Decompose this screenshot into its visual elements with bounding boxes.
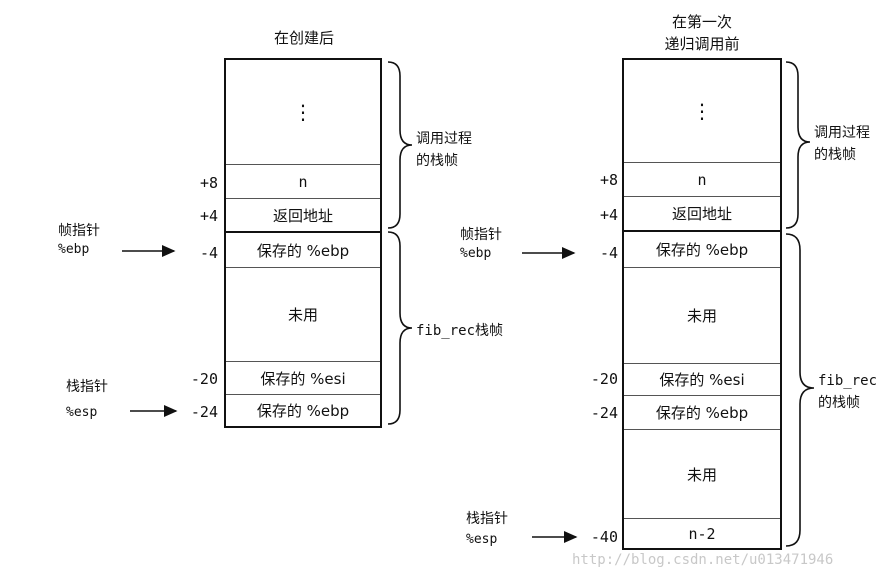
right-cell-saved-esi: 保存的 %esi [624, 363, 780, 395]
right-cell-n-minus-2: n-2 [624, 518, 780, 548]
right-offset-minus20: -20 [590, 370, 618, 388]
left-callee-brace-label: fib_rec栈帧 [416, 323, 504, 339]
left-stack-pointer-label: 栈指针 [66, 379, 108, 395]
right-caller-brace-label-1: 调用过程 [814, 125, 870, 141]
right-stack-pointer-reg: %esp [466, 532, 498, 547]
left-cell-unused: 未用 [226, 267, 380, 361]
right-caller-brace [785, 61, 811, 229]
right-cell-unused: 未用 [624, 267, 780, 363]
right-cell-n: n [624, 162, 780, 196]
right-stack-pointer-label: 栈指针 [466, 511, 508, 527]
left-callee-brace [387, 231, 413, 425]
right-offset-minus24: -24 [590, 404, 618, 422]
left-cell-saved-esi: 保存的 %esi [226, 361, 380, 394]
left-cell-ellipsis: ⋮ [226, 60, 380, 164]
left-cell-saved-ebp: 保存的 %ebp [226, 231, 380, 267]
watermark-text: http://blog.csdn.net/u013471946 [572, 552, 834, 568]
right-stack-frame-box: ⋮ n 返回地址 保存的 %ebp 未用 保存的 %esi 保存的 %ebp 未… [622, 58, 782, 550]
right-cell-saved-ebp-2: 保存的 %ebp [624, 395, 780, 429]
right-cell-saved-ebp: 保存的 %ebp [624, 230, 780, 267]
right-offset-plus4: +4 [599, 206, 618, 224]
left-title: 在创建后 [273, 29, 334, 47]
right-offset-minus4: -4 [599, 244, 618, 262]
right-callee-brace-label-2: 的栈帧 [818, 395, 860, 411]
right-frame-pointer-reg: %ebp [460, 246, 492, 261]
left-cell-n: n [226, 164, 380, 198]
right-offset-minus40: -40 [590, 528, 618, 546]
left-offset-plus8: +8 [199, 174, 218, 192]
left-offset-minus20: -20 [190, 370, 218, 388]
right-caller-brace-label-2: 的栈帧 [814, 147, 856, 163]
left-cell-saved-ebp-2: 保存的 %ebp [226, 394, 380, 426]
right-frame-pointer-label: 帧指针 [460, 227, 502, 243]
left-stack-frame-box: ⋮ n 返回地址 保存的 %ebp 未用 保存的 %esi 保存的 %ebp [224, 58, 382, 428]
left-offset-minus24: -24 [190, 403, 218, 421]
right-cell-return-address: 返回地址 [624, 196, 780, 230]
left-frame-pointer-label: 帧指针 [58, 223, 100, 239]
left-caller-brace [387, 61, 413, 229]
right-title-line2: 递归调用前 [664, 35, 740, 53]
right-title-line1: 在第一次 [671, 13, 732, 31]
left-caller-brace-label-1: 调用过程 [416, 131, 472, 147]
right-callee-brace-label-1: fib_rec [818, 373, 878, 389]
right-cell-unused-2: 未用 [624, 429, 780, 518]
left-offset-plus4: +4 [199, 207, 218, 225]
right-offset-plus8: +8 [599, 171, 618, 189]
right-callee-brace [785, 233, 815, 547]
left-frame-pointer-reg: %ebp [58, 242, 90, 257]
left-offset-minus4: -4 [199, 244, 218, 262]
left-stack-pointer-reg: %esp [66, 405, 98, 420]
left-cell-return-address: 返回地址 [226, 198, 380, 231]
left-caller-brace-label-2: 的栈帧 [416, 153, 458, 169]
right-cell-ellipsis: ⋮ [624, 60, 780, 162]
